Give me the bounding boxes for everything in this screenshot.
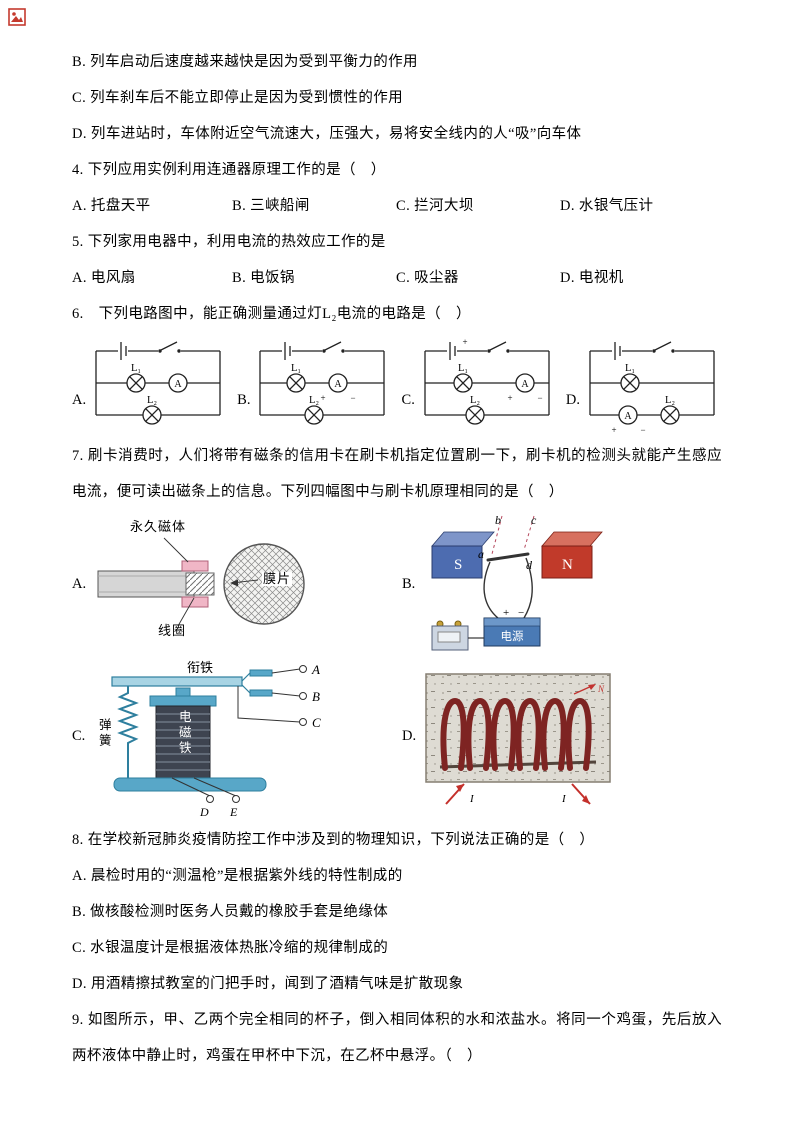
q5-option-d: D. 电视机 <box>560 270 624 286</box>
broken-image-icon <box>8 8 26 26</box>
point-b-label: b <box>495 513 501 527</box>
microphone-diagram <box>97 537 305 627</box>
point-a-label: a <box>478 547 484 561</box>
current-label-right: I <box>561 793 567 805</box>
current-label-left: I <box>469 793 475 805</box>
q5-option-b: B. 电饭锅 <box>232 270 295 286</box>
ammeter-label: A <box>521 379 529 390</box>
q9-stem: 9. 如图所示，甲、乙两个完全相同的杯子，倒入相同体积的水和浓盐水。将同一个鸡蛋… <box>72 1012 722 1064</box>
circuit-a-label: A. <box>72 392 87 408</box>
q5-options: A. 电风扇 B. 电饭锅 C. 吸尘器 D. 电视机 <box>72 260 722 296</box>
circuit-c-label: C. <box>401 392 415 408</box>
spring-label: 弹簧 <box>96 718 111 749</box>
minus-sign: − <box>351 393 356 403</box>
circuit-d-diagram: L₁ A + − L₂ <box>589 341 715 435</box>
solenoid-photo-figure: N I I <box>424 672 614 808</box>
lamp2-label: L₂ <box>665 395 675 406</box>
q4-option-b: B. 三峡船闸 <box>232 198 310 214</box>
circuit-d: D. L₁ A + − L₂ <box>566 333 722 437</box>
minus-sign: − <box>640 425 645 435</box>
q8-option-c: C. 水银温度计是根据液体热胀冷缩的规律制成的 <box>72 940 389 956</box>
diaphragm-label: 膜片 <box>262 571 293 587</box>
terminal-d-label: D <box>199 805 209 819</box>
q3-option-c: C. 列车刹车后不能立即停止是因为受到惯性的作用 <box>72 90 404 106</box>
lamp2-label: L₂ <box>147 395 157 406</box>
lamp1-label: L₁ <box>131 363 141 374</box>
ammeter-label: A <box>624 411 632 422</box>
magnet-induction-diagram: S N b c a d + − 电源 <box>431 513 603 651</box>
q6-circuit-diagrams: A. L₁ A L₂ B. <box>72 333 722 437</box>
q4-options: A. 托盘天平 B. 三峡船闸 C. 拦河大坝 D. 水银气压计 <box>72 188 722 224</box>
q4-stem: 4. 下列应用实例利用连通器原理工作的是（ ） <box>72 162 386 178</box>
armature-label: 衔铁 <box>187 660 213 675</box>
q7-fig-c-label: C. <box>72 728 86 744</box>
q4-option-c: C. 拦河大坝 <box>396 198 474 214</box>
terminal-c-label: C <box>312 715 321 730</box>
point-d-label: d <box>526 558 533 572</box>
solenoid-photo: N I I <box>425 673 611 805</box>
q7-fig-a-label: A. <box>72 576 87 592</box>
point-c-label: c <box>531 513 537 527</box>
q8-option-b: B. 做核酸检测时医务人员戴的橡胶手套是绝缘体 <box>72 904 389 920</box>
terminal-e-label: E <box>229 805 238 819</box>
q8-stem: 8. 在学校新冠肺炎疫情防控工作中涉及到的物理知识，下列说法正确的是（ ） <box>72 832 595 848</box>
circuit-a-diagram: L₁ A L₂ <box>95 341 221 425</box>
power-source-label: 电源 <box>501 629 524 643</box>
plus-sign: + <box>321 393 326 403</box>
ammeter-label: A <box>174 379 182 390</box>
circuit-c: C. + L₁ A + − L₂ <box>402 333 557 437</box>
relay-figure: 衔铁 A B C <box>88 660 328 820</box>
electromagnet-label: 电磁铁 <box>176 710 191 757</box>
q7-fig-b-label: B. <box>402 576 416 592</box>
q4-option-a: A. 托盘天平 <box>72 198 151 214</box>
page-content: B. 列车启动后速度越来越快是因为受到平衡力的作用 C. 列车刹车后不能立即停止… <box>72 44 722 1074</box>
q4-option-d: D. 水银气压计 <box>560 198 654 214</box>
terminal-a-label: A <box>311 662 320 677</box>
q5-option-c: C. 吸尘器 <box>396 270 459 286</box>
q7-fig-d-label: D. <box>402 728 417 744</box>
plus-sign: + <box>462 337 467 347</box>
terminal-b-label: B <box>312 689 320 704</box>
plus-sign: + <box>611 425 616 435</box>
coil-label: 线圈 <box>158 623 187 638</box>
lamp2-label: L₂ <box>470 395 480 406</box>
north-arrow-label: N <box>597 684 605 694</box>
lamp2-label: L₂ <box>309 395 319 406</box>
north-pole-label: N <box>562 557 573 573</box>
q8-option-d: D. 用酒精擦拭教室的门把手时，闻到了酒精气味是扩散现象 <box>72 976 464 992</box>
minus-sign: − <box>537 393 542 403</box>
relay-diagram: 衔铁 A B C <box>111 660 321 819</box>
microphone-figure: 永久磁体 膜片 线圈 <box>94 519 334 644</box>
q7-figures: A. <box>72 510 722 822</box>
plus-sign: + <box>507 393 512 403</box>
magnet-induction-figure: S N b c a d + − 电源 <box>426 512 604 664</box>
circuit-b-diagram: L₁ A + − L₂ <box>259 341 386 425</box>
q8-option-a: A. 晨检时用的“测温枪”是根据紫外线的特性制成的 <box>72 868 403 884</box>
q3-option-b: B. 列车启动后速度越来越快是因为受到平衡力的作用 <box>72 54 418 70</box>
circuit-c-diagram: + L₁ A + − L₂ <box>424 337 550 425</box>
q7-stem: 7. 刷卡消费时，人们将带有磁条的信用卡在刷卡机指定位置刷一下，刷卡机的检测头就… <box>72 448 722 500</box>
plus-terminal-label: + <box>503 607 509 619</box>
lamp1-label: L₁ <box>458 363 468 374</box>
circuit-b: B. L₁ A + − L₂ <box>237 333 392 437</box>
south-pole-label: S <box>454 557 462 573</box>
circuit-a: A. L₁ A L₂ <box>72 333 228 437</box>
permanent-magnet-label: 永久磁体 <box>130 519 187 534</box>
ammeter-label: A <box>335 379 343 390</box>
lamp1-label: L₁ <box>625 363 635 374</box>
circuit-b-label: B. <box>237 392 251 408</box>
minus-terminal-label: − <box>518 607 524 619</box>
lamp1-label: L₁ <box>291 363 301 374</box>
q5-option-a: A. 电风扇 <box>72 270 136 286</box>
q5-stem: 5. 下列家用电器中，利用电流的热效应工作的是 <box>72 234 386 250</box>
q6-stem: 6. 下列电路图中，能正确测量通过灯L₂电流的电路是（ ） <box>72 306 471 322</box>
q3-option-d: D. 列车进站时，车体附近空气流速大，压强大，易将安全线内的人“吸”向车体 <box>72 126 582 142</box>
circuit-d-label: D. <box>565 392 580 408</box>
